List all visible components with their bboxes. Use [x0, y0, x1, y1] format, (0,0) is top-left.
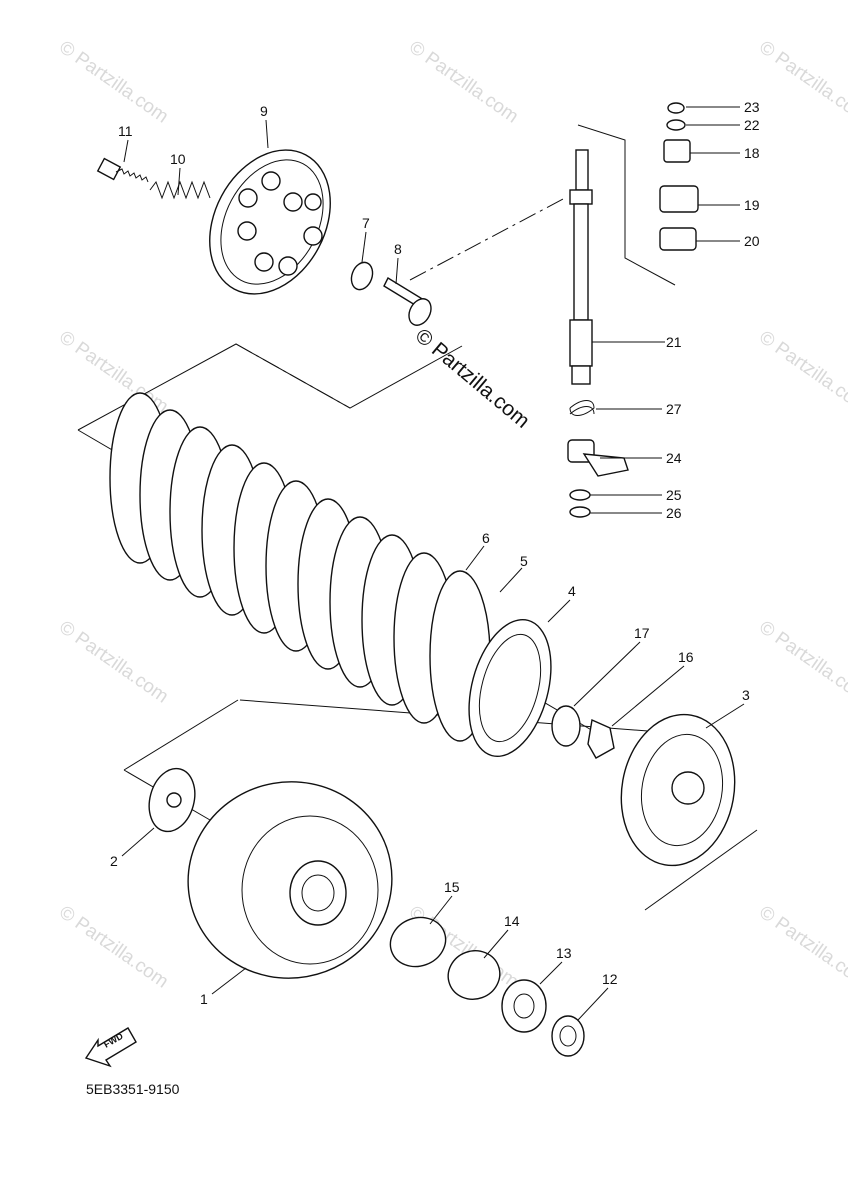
center-watermark: © Partzilla.com — [411, 324, 534, 433]
callout-7: 7 — [362, 215, 370, 231]
clutch-bolt — [96, 157, 149, 183]
watermark: © Partzilla.com — [755, 327, 848, 418]
callout-13: 13 — [556, 945, 572, 961]
clutch-spring — [149, 180, 211, 200]
leader-lines — [121, 106, 745, 1021]
callout-24: 24 — [666, 450, 682, 466]
nut-12 — [551, 1015, 585, 1057]
callout-15: 15 — [444, 879, 460, 895]
watermark: © Partzilla.com — [755, 617, 848, 708]
callout-20: 20 — [744, 233, 760, 249]
push-rod — [383, 277, 432, 326]
callout-1: 1 — [200, 991, 208, 1007]
callout-5: 5 — [520, 553, 528, 569]
callout-labels: 9 10 11 7 8 23 22 18 19 20 21 27 24 25 2… — [110, 99, 760, 1007]
callout-18: 18 — [744, 145, 760, 161]
callout-3: 3 — [742, 687, 750, 703]
callout-17: 17 — [634, 625, 650, 641]
watermark: © Partzilla.com — [755, 37, 848, 128]
callout-22: 22 — [744, 117, 760, 133]
callout-4: 4 — [568, 583, 576, 599]
callout-27: 27 — [666, 401, 682, 417]
callout-19: 19 — [744, 197, 760, 213]
callout-23: 23 — [744, 99, 760, 115]
watermark: © Partzilla.com — [55, 902, 172, 993]
locknut — [350, 261, 374, 291]
clutch-plate-stack — [109, 392, 491, 742]
callout-14: 14 — [504, 913, 520, 929]
diagram-code: 5EB3351-9150 — [86, 1081, 180, 1097]
callout-2: 2 — [110, 853, 118, 869]
callout-26: 26 — [666, 505, 682, 521]
clutch-plate-4 — [468, 618, 552, 758]
callout-8: 8 — [394, 241, 402, 257]
needle-bearing-15 — [389, 916, 447, 968]
watermark: © Partzilla.com — [405, 37, 522, 128]
lock-washer-16 — [587, 718, 615, 759]
clutch-boss — [620, 713, 736, 867]
callout-6: 6 — [482, 530, 490, 546]
push-lever-shaft — [569, 149, 593, 385]
watermark: © Partzilla.com — [55, 617, 172, 708]
callout-25: 25 — [666, 487, 682, 503]
callout-21: 21 — [666, 334, 682, 350]
washer-13 — [501, 979, 547, 1033]
thrust-washer-17 — [551, 705, 581, 747]
callout-10: 10 — [170, 151, 186, 167]
pressure-plate — [209, 149, 331, 295]
small-hardware — [567, 102, 699, 518]
fwd-direction-arrow: FWD — [84, 1027, 137, 1068]
callout-11: 11 — [118, 123, 133, 139]
watermark: © Partzilla.com — [755, 902, 848, 993]
clutch-housing — [187, 781, 393, 979]
callout-9: 9 — [260, 103, 268, 119]
callout-16: 16 — [678, 649, 694, 665]
callout-12: 12 — [602, 971, 618, 987]
watermark: © Partzilla.com — [55, 37, 172, 128]
thrust-plate-2 — [148, 767, 196, 833]
collar-14 — [447, 950, 501, 1000]
